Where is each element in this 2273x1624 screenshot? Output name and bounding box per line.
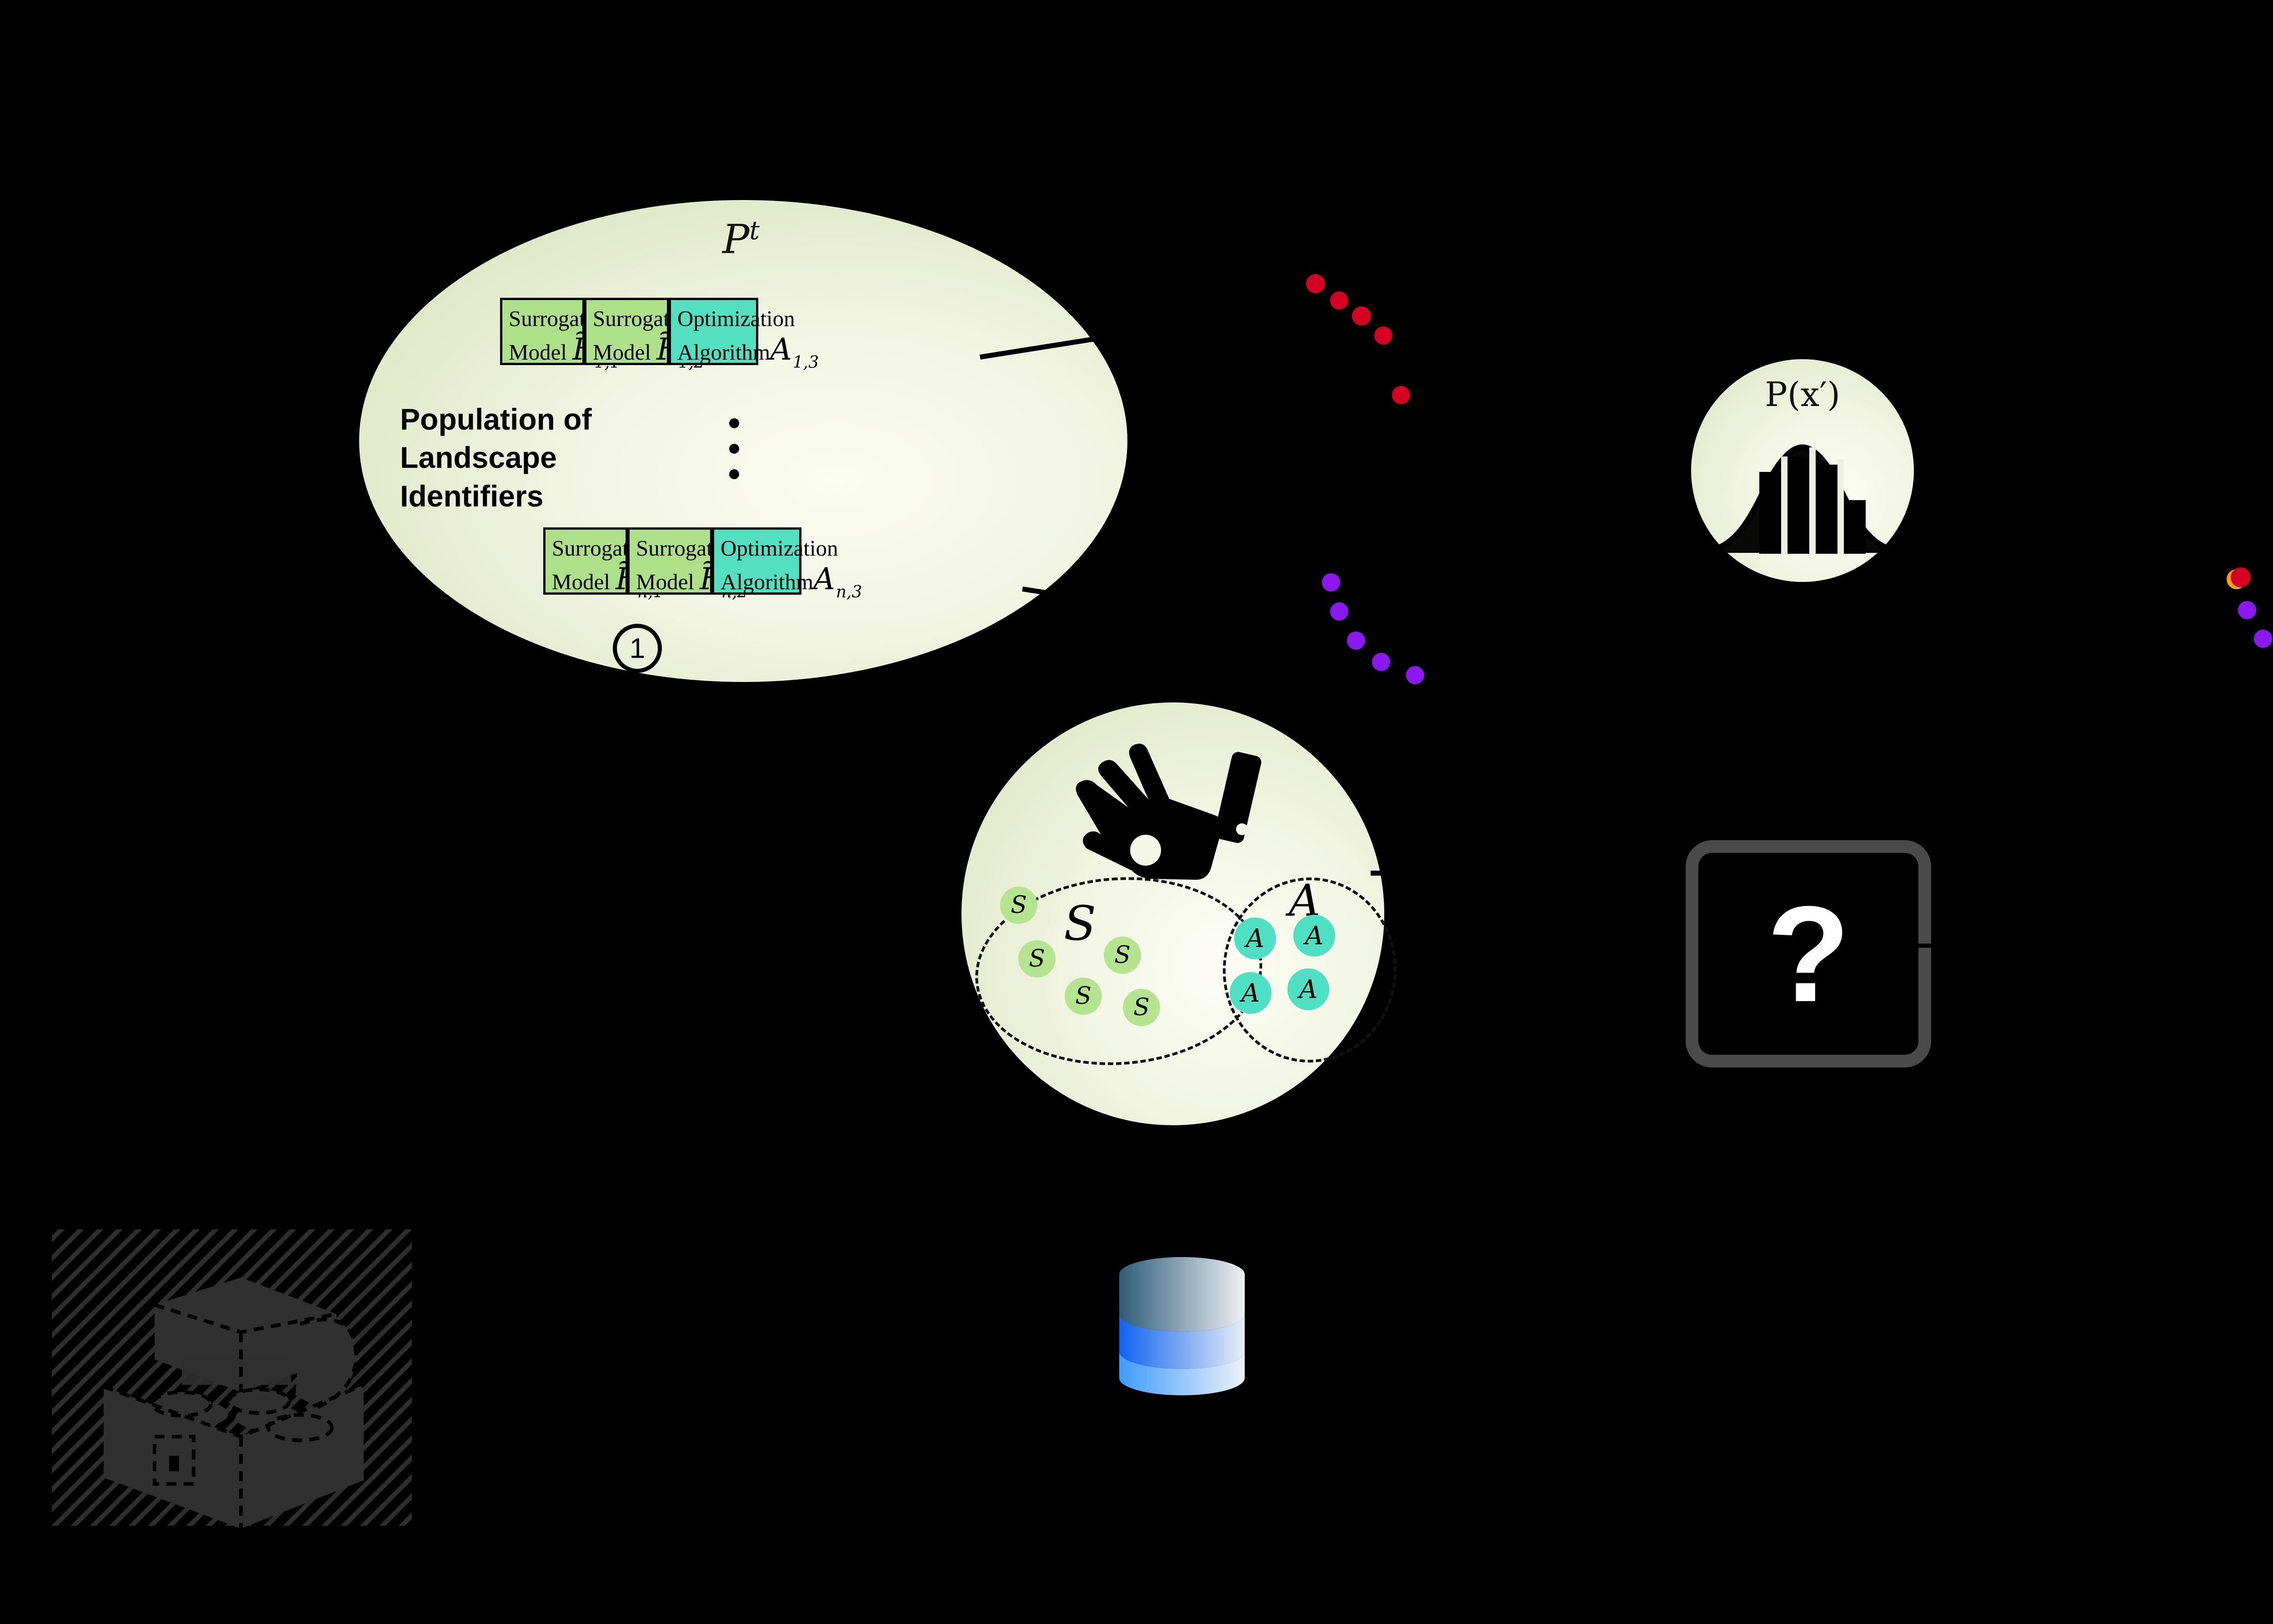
cell-line-1: Optimization (677, 306, 795, 331)
data-point (1306, 274, 1325, 293)
left-brace-glyph: } (1662, 903, 1686, 960)
cell-line-2: Model (509, 339, 567, 365)
data-point (1372, 653, 1390, 671)
optimization-algorithm-cell[interactable]: Optimization AlgorithmA1,3 (669, 298, 819, 372)
cell-line-1: Surrogate (636, 536, 723, 561)
landscape-identifier-row[interactable]: Surrogate Model ~F1,1 Surrogate Model ~F… (500, 298, 819, 372)
database-cylinder-icon (1119, 1257, 1245, 1395)
data-point (1392, 386, 1410, 404)
data-point (2231, 567, 2251, 587)
step-badge-1: 1 (613, 624, 662, 673)
population-label-line-2: Landscape (400, 441, 557, 475)
data-point (1374, 326, 1392, 345)
hand-pick-icon (1076, 743, 1262, 880)
set-a-chip[interactable]: A (1287, 968, 1329, 1010)
set-a-chip[interactable]: A (1293, 915, 1335, 957)
population-title: Pt (668, 218, 814, 259)
data-point (1347, 632, 1365, 650)
set-s-chip[interactable]: S (1123, 989, 1160, 1026)
cell-line-2: Model (552, 569, 610, 594)
data-point (1322, 573, 1340, 591)
cell-subscript: n,3 (836, 582, 862, 601)
population-label: Population of Landscape Identifiers (400, 400, 636, 515)
vertical-ellipsis-icon (725, 418, 743, 495)
leader-line-row2 (1022, 586, 1167, 614)
cell-symbol: A1,3 (770, 331, 819, 372)
population-label-line-1: Population of (400, 402, 592, 436)
set-a-chip[interactable]: A (1230, 972, 1272, 1014)
cell-line-1: Surrogate (509, 306, 596, 331)
cell-line-1: Surrogate (593, 306, 680, 331)
population-title-symbol: P (722, 216, 750, 263)
question-mark-glyph: ? (1767, 877, 1850, 1030)
set-s-chip[interactable]: S (1065, 977, 1102, 1015)
unknown-function-box[interactable]: ? (1686, 840, 1931, 1068)
population-title-superscript: t (749, 216, 760, 246)
set-a-chip[interactable]: A (1234, 917, 1276, 959)
cell-line-2: Algorithm (677, 339, 771, 365)
population-ellipse-panel (359, 200, 1127, 682)
data-point (1352, 306, 1371, 326)
normal-distribution-icon (1696, 444, 1909, 556)
treasure-chest-icon (52, 1229, 412, 1529)
data-point (2254, 630, 2272, 648)
cell-line-2: Model (593, 339, 651, 365)
cell-line-2: Model (636, 569, 694, 594)
incoming-arrow-icon (1887, 937, 1940, 955)
set-s-letter: S (1064, 896, 1096, 951)
population-label-line-3: Identifiers (400, 479, 544, 513)
set-s-chip[interactable]: S (1104, 937, 1141, 974)
set-s-chip[interactable]: S (1018, 940, 1056, 977)
surrogate-model-cell[interactable]: Surrogate Model ~F1,2 (585, 298, 704, 372)
data-point (2238, 601, 2256, 619)
cell-line-1: Optimization (721, 536, 838, 561)
cell-line-1: Surrogate (552, 536, 639, 561)
cell-line-2: Algorithm (721, 569, 814, 594)
data-point (1330, 291, 1348, 310)
surrogate-model-cell[interactable]: Surrogate Model ~F1,1 (500, 298, 620, 372)
cell-symbol: An,3 (813, 561, 862, 601)
set-s-chip[interactable]: S (1000, 887, 1037, 924)
data-point (1406, 666, 1424, 684)
surrogate-model-cell[interactable]: Surrogate Model ~Fn,1 (543, 527, 664, 601)
probability-label: P(x′) (1764, 375, 1841, 414)
step-badge-label: 1 (629, 632, 646, 664)
optimization-algorithm-cell[interactable]: Optimization AlgorithmAn,3 (712, 527, 862, 601)
surrogate-model-cell[interactable]: Surrogate Model ~Fn,2 (628, 527, 748, 601)
selection-out-stub (1371, 871, 1391, 876)
landscape-identifier-row[interactable]: Surrogate Model ~Fn,1 Surrogate Model ~F… (543, 527, 862, 601)
data-point (1330, 602, 1348, 621)
cell-subscript: 1,3 (792, 353, 819, 372)
